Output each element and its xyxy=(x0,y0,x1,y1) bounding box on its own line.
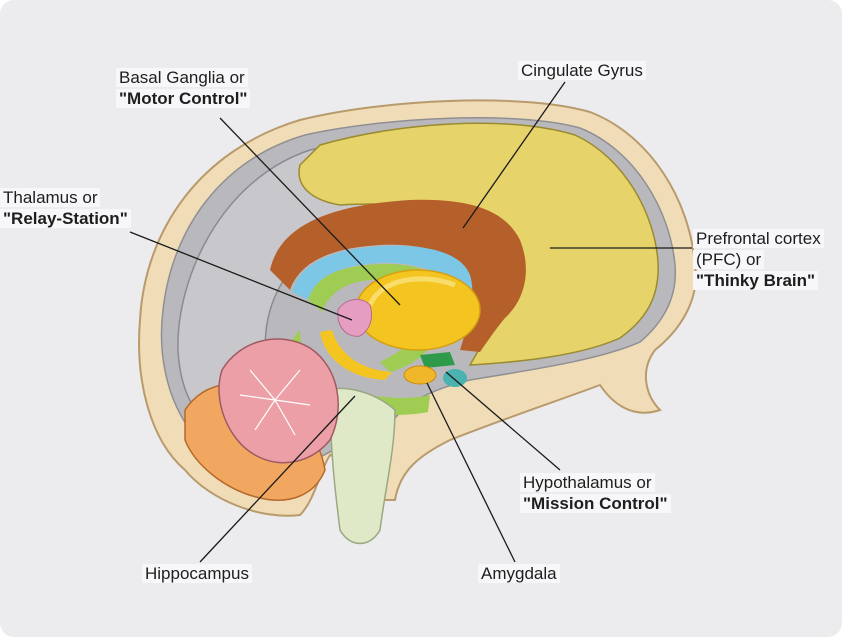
label-basal-ganglia: Basal Ganglia or "Motor Control" xyxy=(116,67,251,109)
label-prefrontal-cortex: Prefrontal cortex (PFC) or "Thinky Brain… xyxy=(693,228,824,291)
leader-hypothalamus xyxy=(445,371,561,471)
label-hippocampus-line1: Hippocampus xyxy=(142,564,252,583)
label-amygdala-line1: Amygdala xyxy=(478,564,560,583)
label-basal-ganglia-line2: "Motor Control" xyxy=(119,89,248,108)
cerebellum-arbor xyxy=(239,369,311,436)
label-cingulate-line1: Cingulate Gyrus xyxy=(518,61,646,80)
fornix-yellow xyxy=(320,330,392,380)
basal-ganglia-shape xyxy=(355,269,481,351)
leader-thalamus xyxy=(129,231,353,321)
basal-ganglia-highlight xyxy=(367,276,456,307)
hypothalamus-green xyxy=(420,352,455,368)
thalamus-shape xyxy=(337,298,373,337)
leader-lines xyxy=(129,81,692,563)
cingulate-gyrus-shape xyxy=(270,199,526,352)
label-pfc-line2: (PFC) or xyxy=(693,250,765,269)
leader-cingulate xyxy=(462,81,566,229)
corpus-callosum xyxy=(292,245,473,334)
leader-amygdala xyxy=(426,382,516,563)
label-hippocampus: Hippocampus xyxy=(142,563,252,584)
label-thalamus-line1: Thalamus or xyxy=(0,188,101,207)
leader-hippocampus xyxy=(199,395,356,563)
brainstem xyxy=(329,387,396,545)
label-amygdala: Amygdala xyxy=(478,563,560,584)
label-pfc-line1: Prefrontal cortex xyxy=(693,229,824,248)
label-hypothalamus: Hypothalamus or "Mission Control" xyxy=(520,472,671,514)
label-thalamus: Thalamus or "Relay-Station" xyxy=(0,187,131,229)
leader-basal-ganglia xyxy=(219,117,401,306)
label-pfc-line3: "Thinky Brain" xyxy=(696,271,816,290)
label-hypothalamus-line1: Hypothalamus or xyxy=(520,473,655,492)
label-hypothalamus-line2: "Mission Control" xyxy=(523,494,668,513)
label-basal-ganglia-line1: Basal Ganglia or xyxy=(116,68,248,87)
amygdala-shape xyxy=(403,365,437,385)
hypothalamus-shape xyxy=(443,369,467,387)
label-thalamus-line2: "Relay-Station" xyxy=(3,209,128,228)
label-cingulate-gyrus: Cingulate Gyrus xyxy=(518,60,646,81)
